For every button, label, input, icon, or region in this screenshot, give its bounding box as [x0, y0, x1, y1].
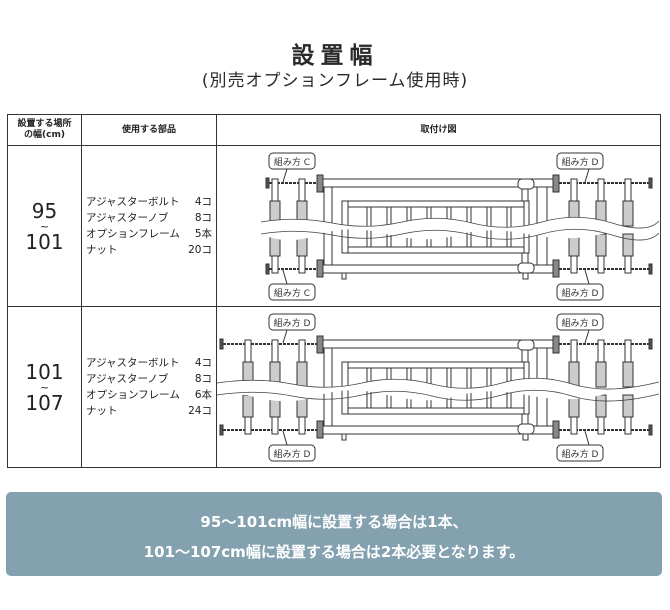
page-subtitle: (別売オプションフレーム使用時)	[201, 71, 469, 91]
width-range-cell: 101 ~ 107	[7, 306, 82, 468]
installation-diagram-cell: 組み方 D 組み方 D 組み方 D 組み方 D	[216, 306, 661, 468]
range-tilde: ~	[39, 380, 50, 394]
width-to: 101	[25, 229, 64, 254]
assembly-label-bottom-left: 組み方 C	[274, 287, 310, 299]
requirement-note-banner: 95〜101cm幅に設置する場合は1本、 101〜107cm幅に設置する場合は2…	[6, 492, 662, 576]
gate-diagram-c-d: 組み方 C 組み方 C 組み方 D 組み方 D	[260, 152, 659, 301]
width-from: 101	[25, 359, 64, 384]
assembly-label-top-right: 組み方 D	[562, 156, 599, 168]
installation-width-table: 設置する場所 の幅(cm) 使用する部品 取付け図 95 ~ 101 アジャスタ…	[7, 114, 661, 468]
assembly-label-bottom-right: 組み方 D	[562, 287, 599, 299]
header-parts: 使用する部品	[81, 114, 217, 146]
note-line-2: 101〜107cm幅に設置する場合は2本必要となります。	[143, 543, 525, 561]
assembly-label-bottom-left: 組み方 D	[274, 448, 311, 460]
page-title: 設置幅	[291, 43, 379, 69]
note-line-1: 95〜101cm幅に設置する場合は1本、	[200, 513, 468, 531]
table-header-row: 設置する場所 の幅(cm) 使用する部品 取付け図	[7, 114, 661, 146]
gate-diagram-d-d: 組み方 D 組み方 D 組み方 D 組み方 D	[217, 313, 659, 462]
installation-diagram-cell: 組み方 C 組み方 C 組み方 D 組み方 D	[216, 145, 661, 307]
assembly-label-top-right: 組み方 D	[562, 317, 599, 329]
width-from: 95	[31, 198, 58, 223]
assembly-label-top-left: 組み方 D	[274, 317, 311, 329]
width-range-cell: 95 ~ 101	[7, 145, 82, 307]
header-width: 設置する場所 の幅(cm)	[7, 114, 82, 146]
range-tilde: ~	[39, 219, 50, 233]
assembly-label-bottom-right: 組み方 D	[562, 448, 599, 460]
header-diagram: 取付け図	[216, 114, 661, 146]
width-to: 107	[25, 390, 64, 415]
assembly-label-top-left: 組み方 C	[274, 156, 310, 168]
